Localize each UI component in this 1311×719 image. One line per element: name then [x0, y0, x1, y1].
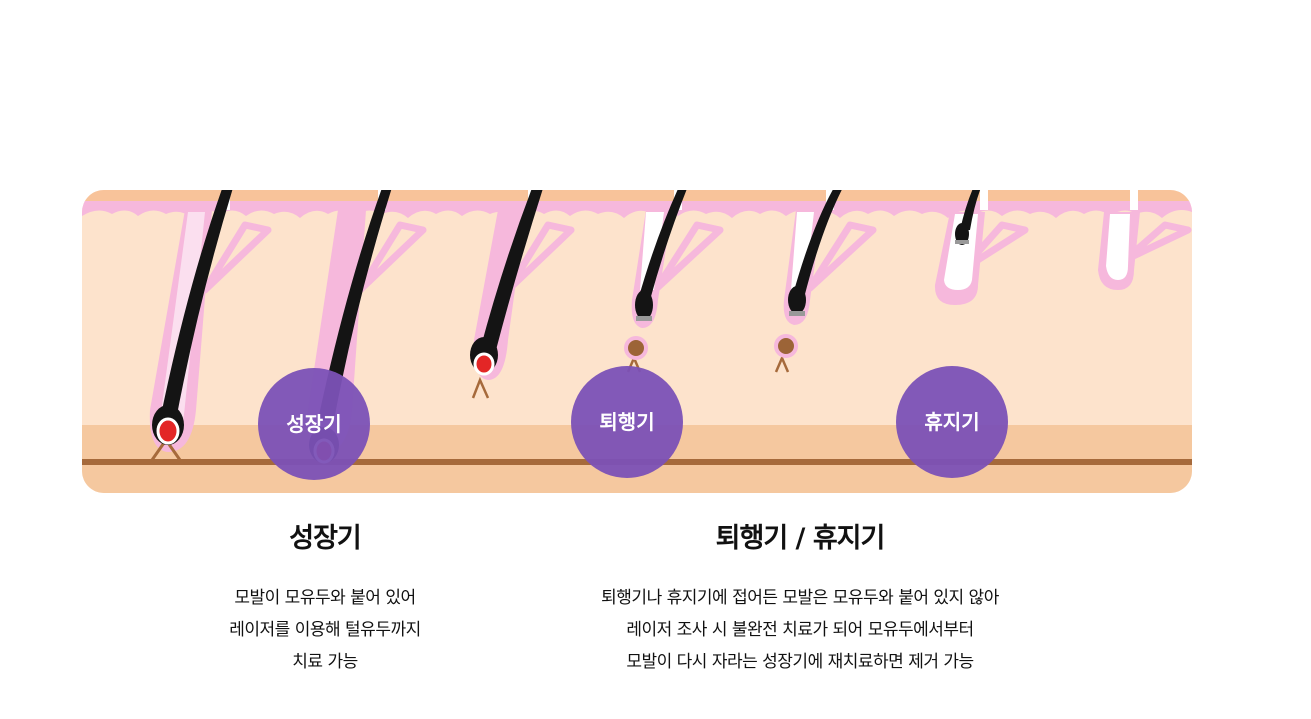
hair-shaft — [960, 190, 1006, 230]
hair-shaft — [480, 190, 582, 350]
dermal-papilla — [774, 334, 798, 358]
hair-shaft — [318, 190, 432, 420]
catagen-telogen-caption-line-1: 퇴행기나 휴지기에 접어든 모발은 모유두와 붙어 있지 않아 — [601, 588, 999, 608]
catagen-telogen-caption: 퇴행기 / 휴지기 퇴행기나 휴지기에 접어든 모발은 모유두와 붙어 있지 않… — [540, 522, 1060, 678]
telogen-badge-label: 휴지기 — [924, 410, 979, 434]
catagen-badge-label: 퇴행기 — [599, 410, 654, 434]
sebaceous-glands — [201, 221, 1192, 294]
hair-follicle-3 — [470, 190, 582, 399]
catagen-telogen-caption-line-2: 레이저 조사 시 불완전 치료가 되어 모유두에서부터 — [626, 620, 974, 640]
epidermis-layer — [82, 190, 1192, 202]
epidermis-pink-edge — [82, 201, 1192, 218]
anagen-caption-line-2: 레이저를 이용해 털유두까지 — [229, 620, 421, 640]
hair-follicle-6 — [934, 190, 1006, 305]
catagen-telogen-caption-line-3: 모발이 다시 자라는 성장기에 재치료하면 제거 가능 — [626, 652, 974, 672]
hair-shaft — [160, 190, 272, 420]
hair-follicle-7 — [1098, 212, 1140, 290]
dermal-papilla — [624, 336, 648, 360]
hair-follicle-5 — [774, 190, 882, 373]
anagen-caption-title: 성장기 — [289, 523, 362, 554]
club-hair — [788, 286, 806, 314]
anagen-caption-line-3: 치료 가능 — [292, 652, 358, 672]
hair-shaft — [638, 190, 728, 300]
hair-follicle-1 — [149, 190, 272, 461]
catagen-telogen-caption-title: 퇴행기 / 휴지기 — [715, 523, 886, 554]
catagen-badge: 퇴행기 — [571, 366, 683, 478]
telogen-badge: 휴지기 — [896, 366, 1008, 478]
dermal-papilla — [473, 352, 495, 376]
anagen-badge: 성장기 — [258, 368, 370, 480]
anagen-caption: 성장기 모발이 모유두와 붙어 있어 레이저를 이용해 털유두까지 치료 가능 — [175, 522, 475, 678]
anagen-caption-line-1: 모발이 모유두와 붙어 있어 — [234, 588, 416, 608]
hair-follicle-4 — [624, 190, 728, 373]
dermal-papilla — [156, 417, 180, 445]
club-hair — [635, 290, 653, 320]
club-hair — [955, 223, 969, 245]
anagen-badge-label: 성장기 — [286, 412, 341, 436]
hair-shaft — [792, 190, 882, 298]
